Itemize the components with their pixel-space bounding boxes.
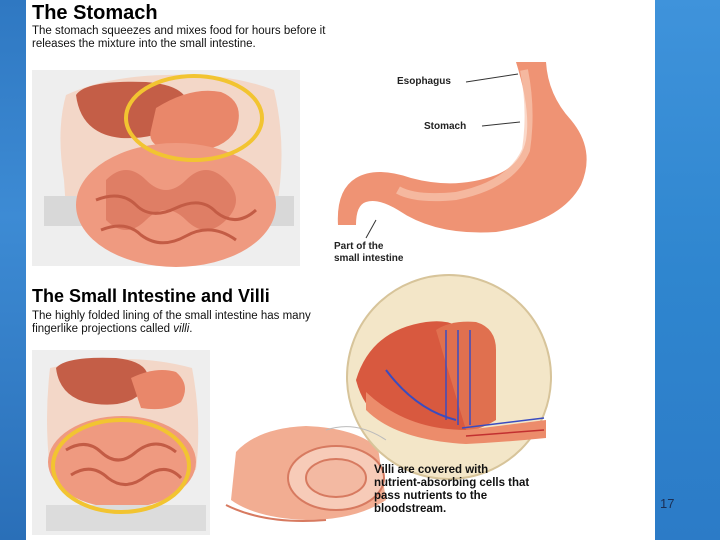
- villi-caption: Villi are covered with nutrient-absorbin…: [374, 464, 530, 515]
- villi-title: The Small Intestine and Villi: [32, 286, 270, 306]
- villi-term: villi: [173, 323, 190, 335]
- stomach-description: The stomach squeezes and mixes food for …: [32, 25, 326, 50]
- villi-description-text: The highly folded lining of the small in…: [32, 310, 311, 335]
- page-number: 17: [660, 496, 675, 511]
- stomach-detail-illustration: [337, 62, 587, 239]
- torso-intestine-illustration: [32, 350, 210, 535]
- villi-magnified-illustration: [325, 274, 552, 480]
- stomach-title: The Stomach: [32, 2, 158, 24]
- torso-stomach-illustration: [32, 70, 300, 267]
- anatomy-illustration: [32, 62, 587, 535]
- intestine-tube-illustration: [225, 426, 386, 522]
- anatomy-figure: The Stomach The stomach squeezes and mix…: [26, 0, 655, 540]
- stomach-label: Stomach: [424, 121, 467, 132]
- background-left-strip: [0, 0, 26, 540]
- villi-description: The highly folded lining of the small in…: [32, 310, 352, 336]
- esophagus-label: Esophagus: [397, 76, 451, 87]
- small-intestine-label-line1: Part of the: [334, 241, 384, 252]
- background-right-strip: [655, 0, 720, 540]
- small-intestine-label-line2: small intestine: [334, 253, 404, 264]
- villi-description-end: .: [189, 323, 193, 335]
